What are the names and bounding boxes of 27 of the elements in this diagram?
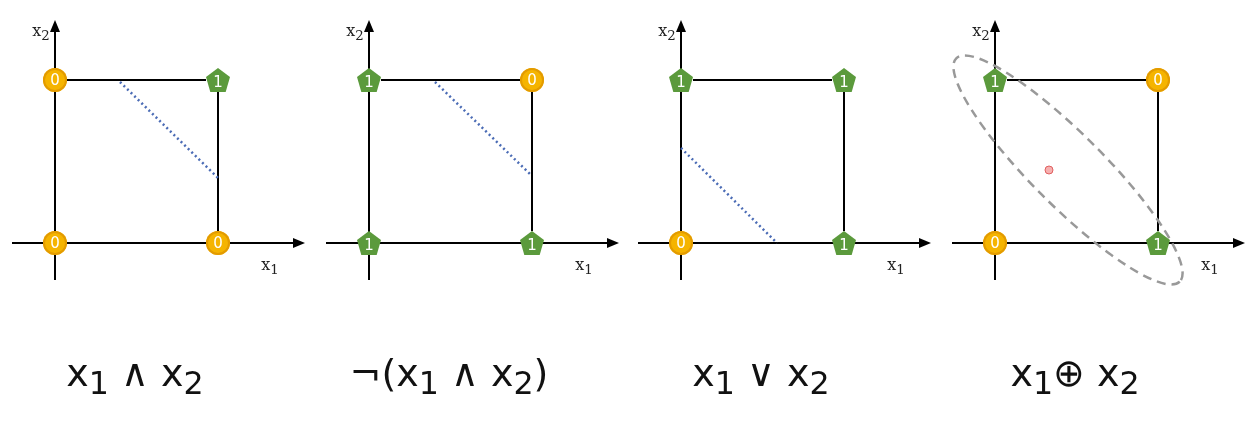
square-side bbox=[531, 91, 533, 232]
axis-label: x$_{1}$ bbox=[575, 254, 593, 278]
square-side bbox=[692, 79, 833, 81]
axis-label: x$_{1}$ bbox=[1201, 254, 1219, 278]
square-side bbox=[1006, 79, 1147, 81]
axis-label: x$_{2}$ bbox=[32, 20, 50, 44]
axis-label: x$_{1}$ bbox=[887, 254, 905, 278]
formula-label: x$_{1}$ ∨ x$_{2}$ bbox=[692, 350, 830, 402]
circle-marker: 0 bbox=[1146, 68, 1170, 92]
circle-marker: 0 bbox=[206, 231, 230, 255]
square-side bbox=[217, 91, 219, 232]
formula-label: x$_{1}$ ∧ x$_{2}$ bbox=[66, 350, 204, 402]
circle-marker: 0 bbox=[520, 68, 544, 92]
circle-marker: 0 bbox=[983, 231, 1007, 255]
square-side bbox=[66, 79, 207, 81]
circle-marker: 0 bbox=[43, 231, 67, 255]
axis-label: x$_{2}$ bbox=[658, 20, 676, 44]
circle-marker: 0 bbox=[669, 231, 693, 255]
axis-label: x$_{1}$ bbox=[261, 254, 279, 278]
circle-marker: 0 bbox=[43, 68, 67, 92]
square-side bbox=[1157, 91, 1159, 232]
square-side bbox=[380, 79, 521, 81]
axis-label: x$_{2}$ bbox=[346, 20, 364, 44]
axis-label: x$_{2}$ bbox=[972, 20, 990, 44]
formula-label: x$_{1}$⊕ x$_{2}$ bbox=[1010, 350, 1140, 402]
formula-label: ¬(x$_{1}$ ∧ x$_{2}$) bbox=[349, 350, 549, 402]
square-side bbox=[843, 91, 845, 232]
